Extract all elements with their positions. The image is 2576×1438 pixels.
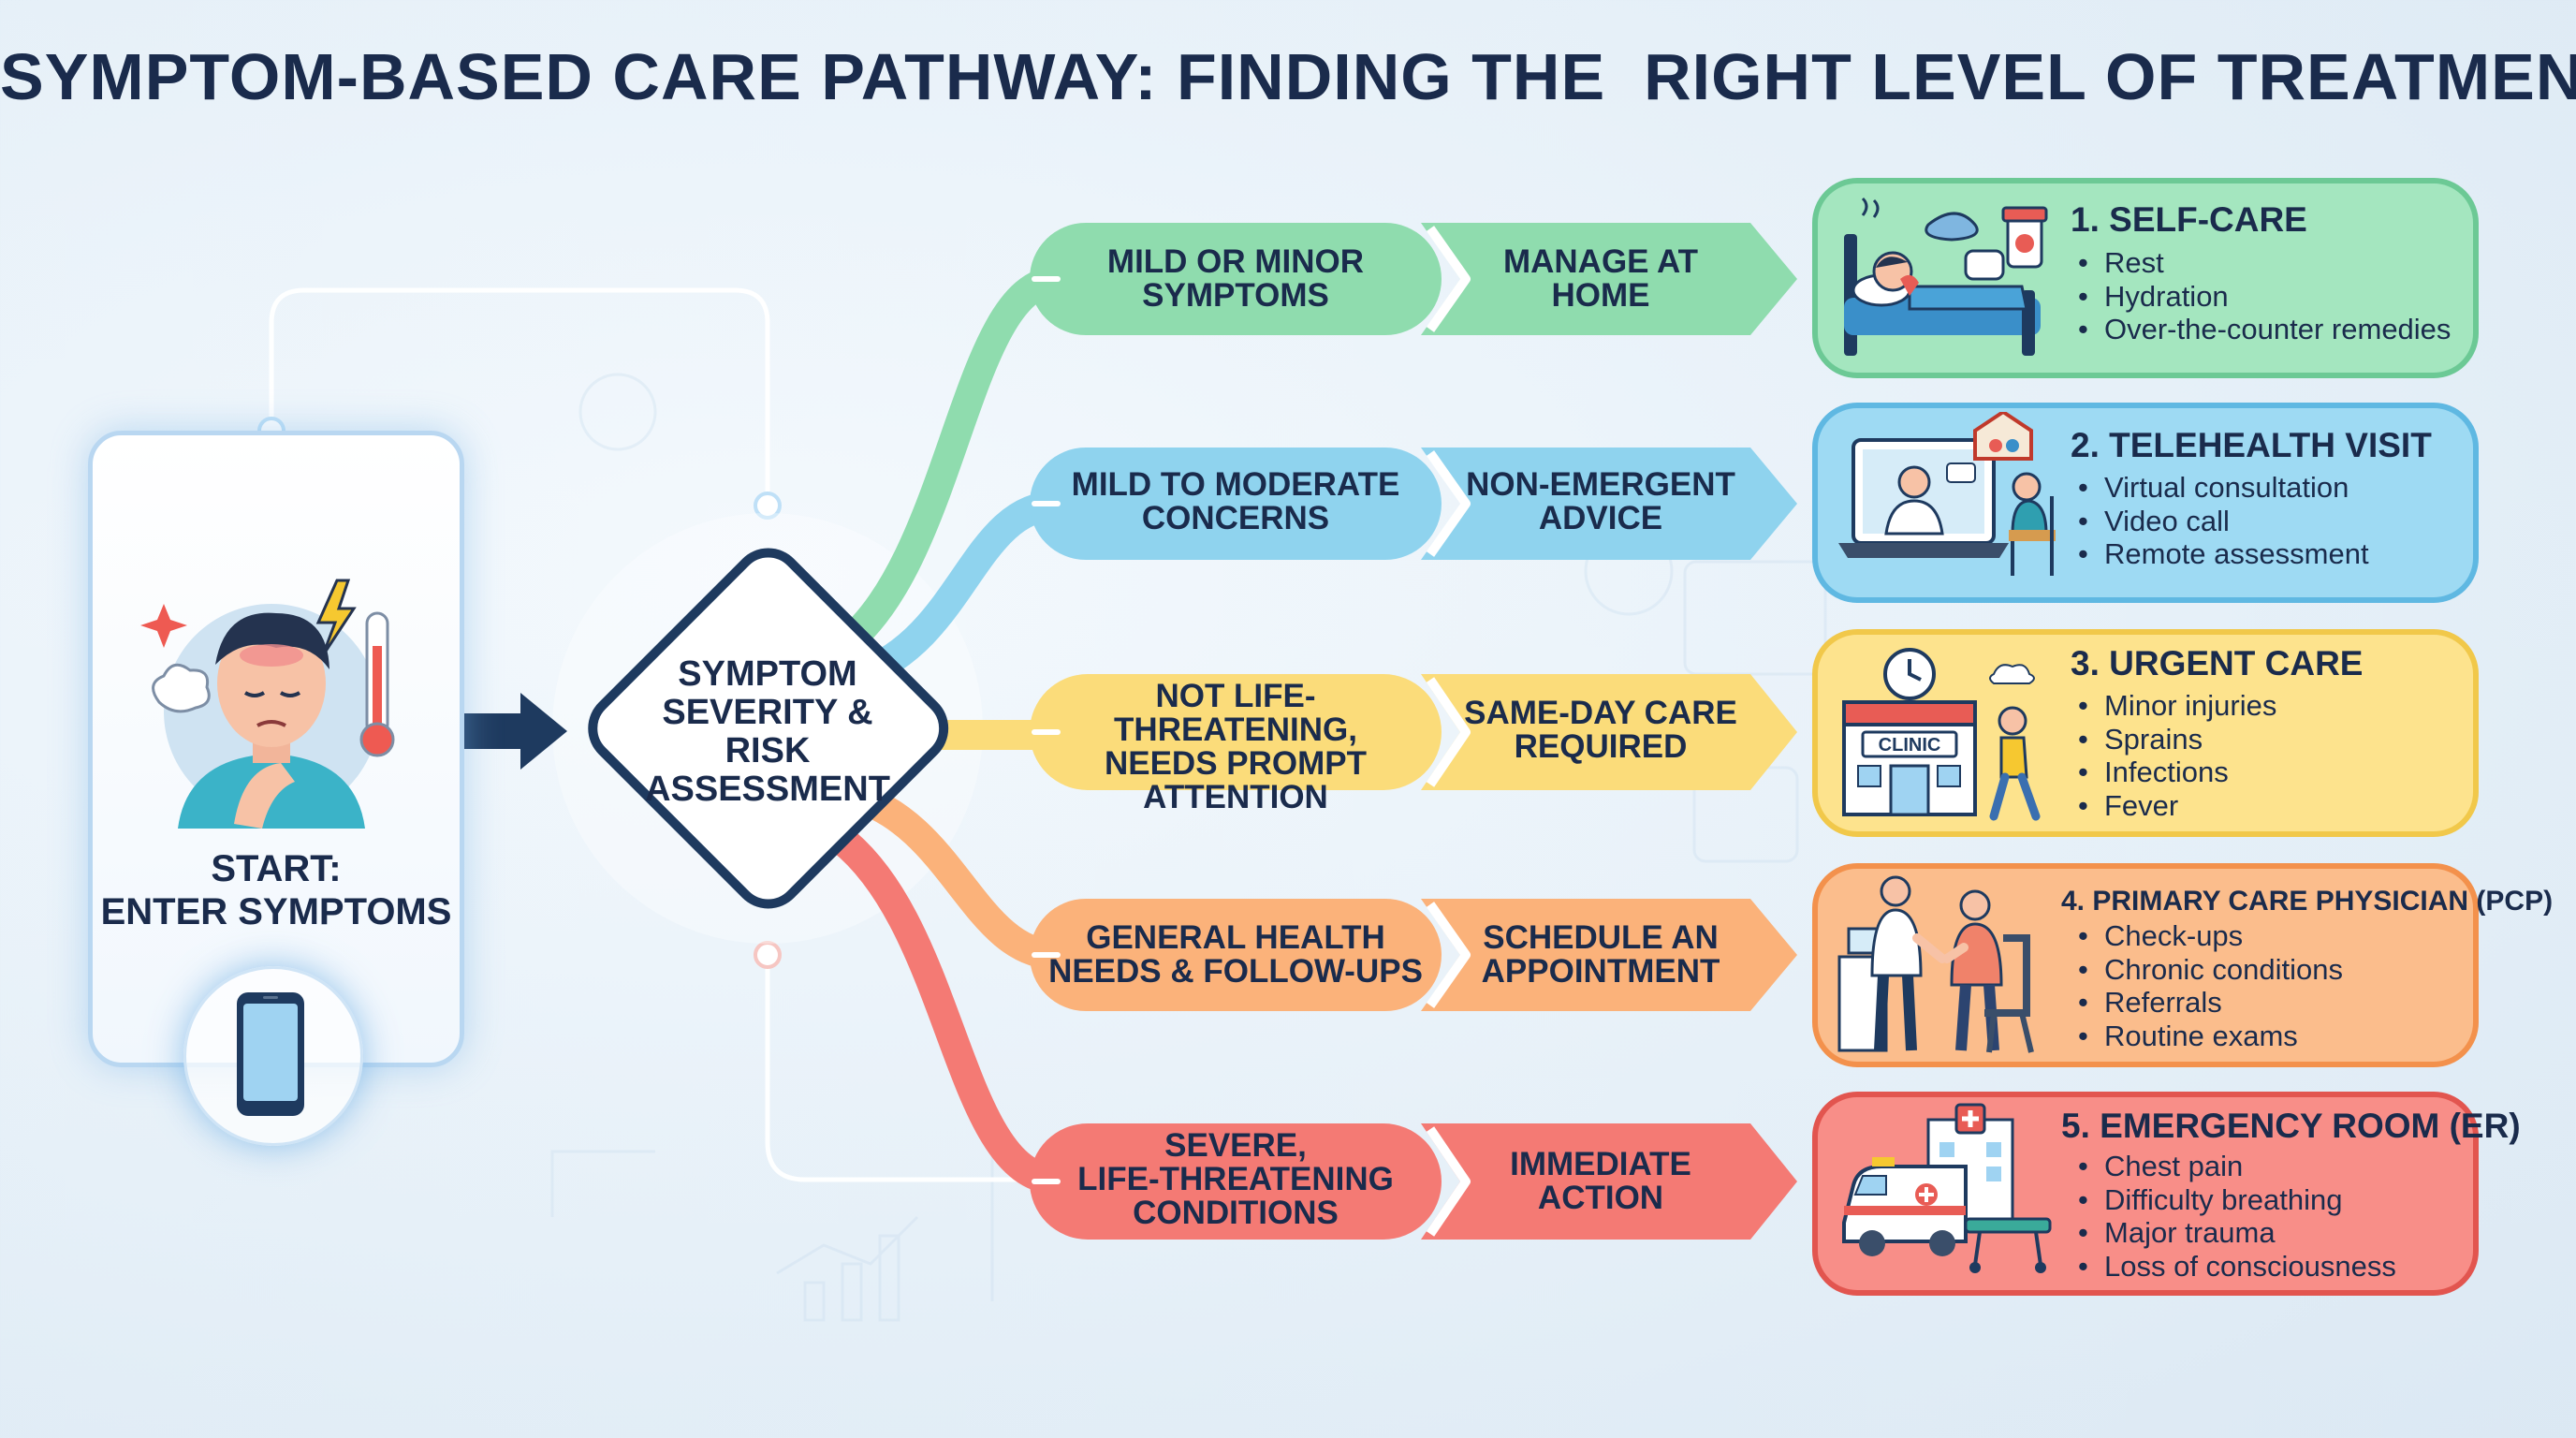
condition-text: MILD OR MINOR — [1106, 243, 1365, 280]
laptop-doctor-icon — [1838, 412, 2056, 576]
card-items: Chest pain Difficulty breathing Major tr… — [2104, 1150, 2396, 1283]
condition-text: NOT LIFE-THREATENING, — [1114, 678, 1357, 748]
start-label-line2: ENTER SYMPTOMS — [100, 891, 452, 932]
card-item: Loss of consciousness — [2104, 1250, 2396, 1284]
assessment-diamond — [588, 548, 949, 909]
card-item: Remote assessment — [2104, 537, 2369, 571]
card-item: Over-the-counter remedies — [2104, 313, 2451, 346]
action-manage-home: MANAGE AT HOME — [1460, 245, 1741, 313]
action-text: ADVICE — [1538, 500, 1663, 536]
card-title: 2. TELEHEALTH VISIT — [2071, 426, 2432, 464]
assessment-line1: SYMPTOM — [678, 654, 857, 694]
card-item: Minor injuries — [2104, 689, 2276, 723]
condition-text: CONDITIONS — [1133, 1195, 1339, 1231]
condition-text: GENERAL HEALTH — [1086, 919, 1385, 956]
card-items: Virtual consultation Video call Remote a… — [2104, 471, 2369, 571]
action-text: IMMEDIATE — [1510, 1146, 1691, 1182]
condition-general: GENERAL HEALTH NEEDS & FOLLOW-UPS — [1039, 921, 1432, 989]
card-item: Check-ups — [2104, 919, 2343, 953]
card-item: Difficulty breathing — [2104, 1183, 2396, 1217]
card-item: Fever — [2104, 789, 2276, 823]
action-text: SAME-DAY CARE — [1464, 695, 1737, 731]
card-title: 4. PRIMARY CARE PHYSICIAN (PCP) — [2061, 886, 2554, 917]
start-label-line1: START: — [211, 848, 342, 889]
condition-text: NEEDS & FOLLOW-UPS — [1048, 953, 1423, 990]
page-title: SYMPTOM-BASED CARE PATHWAY: FINDING THE … — [0, 40, 2576, 113]
condition-moderate: MILD TO MODERATE CONCERNS — [1039, 468, 1432, 536]
action-same-day: SAME-DAY CARE REQUIRED — [1460, 697, 1741, 764]
action-text: SCHEDULE AN — [1483, 919, 1719, 956]
card-item: Chest pain — [2104, 1150, 2396, 1183]
sick-person-icon — [140, 579, 395, 829]
smartphone-icon — [237, 992, 304, 1116]
condition-text: MILD TO MODERATE — [1071, 466, 1400, 503]
condition-text: ATTENTION — [1143, 779, 1328, 815]
condition-mild: MILD OR MINOR SYMPTOMS — [1039, 245, 1432, 313]
action-text: REQUIRED — [1514, 728, 1688, 765]
action-text: HOME — [1551, 277, 1650, 314]
ambulance-icon — [1842, 1103, 2052, 1273]
action-text: NON-EMERGENT — [1466, 466, 1735, 503]
clinic-icon: CLINIC — [1842, 648, 2041, 821]
card-item: Chronic conditions — [2104, 953, 2343, 987]
condition-prompt: NOT LIFE-THREATENING, NEEDS PROMPT ATTEN… — [1039, 680, 1432, 814]
action-text: MANAGE AT — [1502, 243, 1699, 280]
card-item: Routine exams — [2104, 1020, 2343, 1053]
action-immediate: IMMEDIATE ACTION — [1460, 1148, 1741, 1215]
card-item: Rest — [2104, 246, 2451, 280]
card-items: Rest Hydration Over-the-counter remedies — [2104, 246, 2451, 346]
condition-text: SEVERE, — [1164, 1127, 1307, 1164]
condition-text: LIFE-THREATENING — [1077, 1161, 1394, 1197]
condition-text: CONCERNS — [1141, 500, 1330, 536]
action-text: APPOINTMENT — [1481, 953, 1720, 990]
card-item: Major trauma — [2104, 1216, 2396, 1250]
action-schedule: SCHEDULE AN APPOINTMENT — [1460, 921, 1741, 989]
condition-text: SYMPTOMS — [1142, 277, 1329, 314]
doctor-patient-icon — [1837, 875, 2034, 1053]
assessment-line4: ASSESSMENT — [645, 770, 890, 809]
assessment-label: SYMPTOM SEVERITY & RISK ASSESSMENT — [618, 655, 917, 809]
action-text: ACTION — [1537, 1180, 1664, 1216]
card-item: Sprains — [2104, 723, 2276, 756]
card-title: 1. SELF-CARE — [2071, 200, 2307, 239]
card-item: Infections — [2104, 756, 2276, 789]
card-items: Minor injuries Sprains Infections Fever — [2104, 689, 2276, 822]
action-non-emergent: NON-EMERGENT ADVICE — [1460, 468, 1741, 536]
card-items: Check-ups Chronic conditions Referrals R… — [2104, 919, 2343, 1052]
condition-severe: SEVERE, LIFE-THREATENING CONDITIONS — [1039, 1129, 1432, 1230]
card-title: 5. EMERGENCY ROOM (ER) — [2061, 1107, 2521, 1145]
card-item: Video call — [2104, 505, 2369, 538]
bed-rest-icon — [1844, 197, 2048, 356]
card-item: Virtual consultation — [2104, 471, 2369, 505]
svg-text:CLINIC: CLINIC — [1879, 735, 1941, 756]
card-item: Referrals — [2104, 986, 2343, 1020]
assessment-line2: SEVERITY & — [662, 693, 873, 732]
condition-text: NEEDS PROMPT — [1104, 745, 1368, 782]
assessment-line3: RISK — [724, 731, 811, 770]
card-item: Hydration — [2104, 280, 2451, 314]
start-label: START: ENTER SYMPTOMS — [88, 847, 464, 933]
card-title: 3. URGENT CARE — [2071, 644, 2364, 682]
